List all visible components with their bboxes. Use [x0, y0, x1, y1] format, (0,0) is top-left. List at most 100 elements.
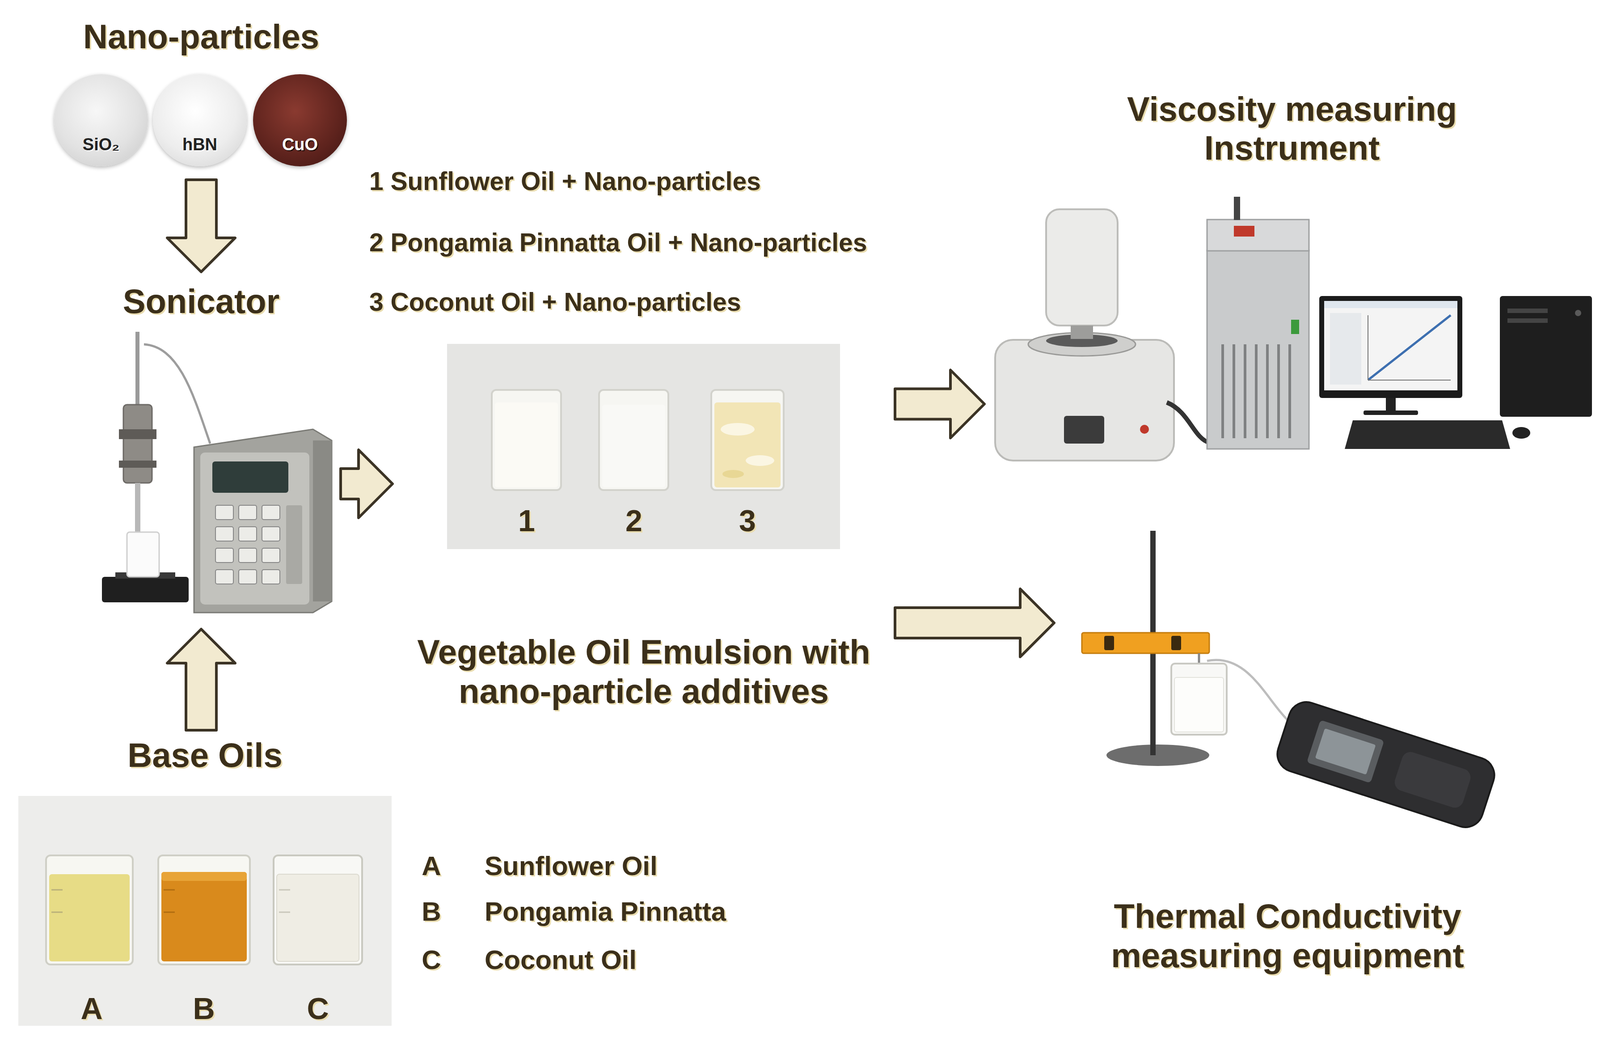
thermal-meter-illustration	[1174, 677, 1224, 732]
sonicator-control-unit	[215, 526, 234, 541]
sonicator-control-unit	[238, 569, 257, 584]
thermal-meter-illustration	[1392, 749, 1474, 810]
sonicator-control-unit	[215, 505, 234, 520]
computer-illustration	[1574, 309, 1582, 317]
sonicator-control-unit	[238, 548, 257, 563]
computer-illustration	[1319, 295, 1592, 449]
sonicator-control-unit	[261, 569, 280, 584]
base-oils-photo	[273, 855, 363, 965]
computer-illustration	[1367, 379, 1451, 381]
emulsion-photo	[494, 402, 558, 488]
computer-illustration	[1319, 295, 1463, 398]
beaker-number: 3	[738, 502, 756, 538]
thermal-meter-illustration	[1081, 530, 1499, 832]
flow-arrow	[894, 370, 985, 439]
emulsion-photo	[599, 389, 669, 490]
emulsion-photo	[602, 404, 666, 488]
base-oils-photo	[49, 873, 130, 962]
rheometer-illustration	[1166, 402, 1210, 443]
sonicator-control-unit	[212, 461, 289, 493]
process-stage: Base Oils	[18, 735, 392, 1026]
rheometer-illustration	[1063, 415, 1105, 444]
rheometer-illustration	[1046, 209, 1118, 326]
thermal-meter-illustration	[1171, 635, 1182, 651]
sonicator-control-unit	[215, 569, 234, 584]
emulsion-photo	[447, 343, 841, 549]
thermal-meter-illustration	[1306, 719, 1385, 783]
oil-name: Coconut Oil	[484, 944, 637, 976]
sonicator-stand	[123, 404, 152, 483]
list-item: 1 Sunflower Oil + Nano-particles	[369, 166, 761, 197]
chiller-illustration	[1207, 250, 1309, 449]
rheometer-illustration	[995, 339, 1174, 461]
list-letter: A	[421, 850, 441, 882]
flow-arrow	[167, 629, 236, 731]
computer-illustration	[1507, 308, 1548, 313]
chiller-illustration	[1233, 196, 1241, 220]
chiller-illustration	[1207, 196, 1309, 449]
sonicator-stand	[101, 576, 189, 603]
sonicator-control-unit	[261, 505, 280, 520]
instrument-stage: Thermal Conductivity measuring equipment	[1059, 530, 1516, 980]
sonicator-control-unit	[238, 505, 257, 520]
beaker-letter: B	[192, 990, 215, 1026]
computer-illustration	[1385, 397, 1396, 413]
sonicator-control-unit	[312, 440, 332, 602]
flow-arrow	[340, 449, 393, 518]
emulsion-photo	[711, 389, 784, 490]
flow-arrow	[894, 588, 1055, 657]
thermal-meter-illustration	[1315, 728, 1377, 775]
chiller-illustration	[1221, 344, 1225, 439]
sonicator-stand	[118, 460, 157, 468]
base-oils-photo	[158, 855, 250, 965]
beaker-number: 2	[625, 502, 643, 538]
stage-heading: Thermal Conductivity measuring equipment	[1063, 896, 1512, 975]
sonicator-control-unit	[261, 548, 280, 563]
stage-heading: Base Oils	[26, 735, 385, 775]
emulsion-photo	[722, 469, 744, 478]
nano-particle-group: SiO₂ hBN CuO Nano-particles	[49, 8, 354, 175]
base-oils-photo	[163, 889, 175, 891]
thermal-meter-illustration	[1106, 744, 1210, 766]
process-stage: Sonicator	[67, 277, 336, 624]
stage-heading: Sonicator	[71, 281, 331, 321]
stage-heading: Nano-particles	[53, 16, 349, 56]
instrument-stage: Viscosity measuring Instrument	[989, 84, 1595, 465]
sonicator-control-unit	[194, 429, 332, 613]
base-oils-photo	[276, 873, 359, 962]
oil-name: Sunflower Oil	[484, 850, 658, 882]
list-item: 2 Pongamia Pinnatta Oil + Nano-particles	[369, 227, 867, 258]
emulsion-photo	[447, 343, 841, 549]
sonicator-control-unit	[286, 505, 303, 584]
sonicator-stand	[143, 344, 211, 444]
chiller-illustration	[1277, 344, 1280, 439]
base-oils-photo	[46, 855, 133, 965]
rheometer-illustration	[1070, 325, 1094, 339]
particle-circle: CuO	[253, 74, 347, 167]
particle-label: CuO	[257, 135, 343, 155]
chiller-illustration	[1232, 344, 1236, 439]
chiller-illustration	[1233, 225, 1255, 237]
computer-illustration	[1329, 312, 1362, 385]
base-oils-photo	[161, 871, 247, 881]
beaker-number: 1	[518, 502, 536, 538]
sonicator-control-unit	[200, 452, 310, 605]
emulsion-photo	[720, 422, 755, 436]
computer-illustration	[1324, 300, 1458, 391]
thermal-meter-illustration	[1272, 697, 1499, 832]
oil-name: Pongamia Pinnatta	[484, 895, 727, 927]
sonicator-control-unit	[215, 548, 234, 563]
computer-illustration	[1367, 315, 1451, 380]
particle-label: SiO₂	[58, 135, 144, 155]
chiller-illustration	[1254, 344, 1258, 439]
base-oils-photo	[163, 911, 175, 913]
chiller-illustration	[1288, 344, 1292, 439]
base-oils-photo	[51, 889, 63, 891]
particle-circle: hBN	[152, 74, 247, 167]
computer-illustration	[1363, 410, 1419, 415]
chiller-illustration	[1207, 219, 1309, 251]
chiller-illustration	[1291, 319, 1300, 334]
process-stage: Vegetable Oil Emulsion with nano-particl…	[397, 343, 890, 715]
particle-circle: SiO₂	[54, 74, 148, 167]
